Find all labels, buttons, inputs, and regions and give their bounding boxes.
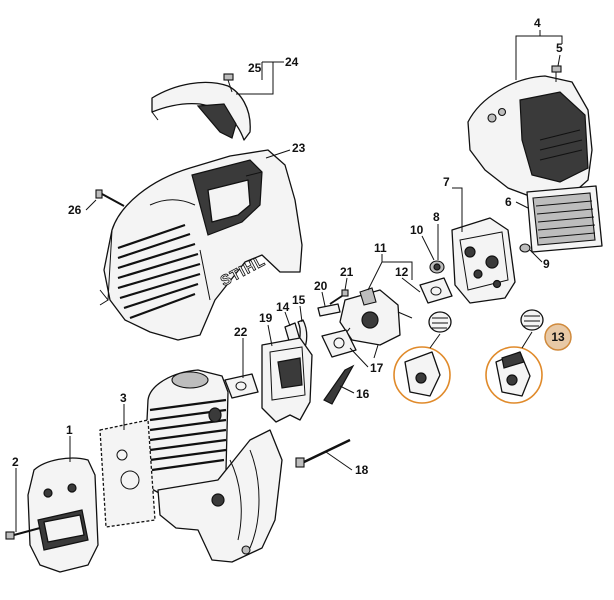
callout-labels: 25 24 23 26 4 5 6 7 8 9 10 11 12 21 20 1… (12, 16, 563, 477)
part-muffler-gasket[interactable] (99, 419, 156, 528)
callout-18: 18 (355, 463, 369, 477)
callout-12: 12 (395, 265, 409, 279)
callout-7: 7 (443, 175, 450, 189)
callout-23: 23 (292, 141, 306, 155)
callout-17: 17 (370, 361, 384, 375)
part-bolt-18[interactable] (295, 438, 351, 468)
callout-8: 8 (433, 210, 440, 224)
callout-4: 4 (534, 16, 541, 30)
part-muffler[interactable] (27, 457, 99, 573)
callout-2: 2 (12, 455, 19, 469)
callout-1: 1 (66, 423, 73, 437)
part-gasket-22[interactable] (224, 373, 259, 399)
part-plug-13-right[interactable] (520, 309, 544, 331)
part-crankcase[interactable] (157, 429, 283, 563)
callout-22: 22 (234, 325, 248, 339)
callout-14: 14 (276, 300, 290, 314)
inset-detail-right (485, 346, 543, 404)
part-gasket-12[interactable] (419, 277, 453, 304)
callout-3: 3 (120, 391, 127, 405)
callout-26: 26 (68, 203, 82, 217)
callout-21: 21 (340, 265, 354, 279)
callout-11: 11 (374, 241, 387, 255)
callout-6: 6 (505, 195, 512, 209)
callout-19: 19 (259, 311, 273, 325)
part-air-filter[interactable] (526, 185, 603, 253)
callout-13-highlight[interactable]: 13 (544, 323, 572, 351)
callout-20: 20 (314, 279, 328, 293)
part-screw-5[interactable] (551, 65, 562, 82)
callout-9: 9 (543, 257, 550, 271)
callout-16: 16 (356, 387, 370, 401)
part-insert-16[interactable] (323, 364, 355, 405)
leader-lines (15, 30, 563, 532)
part-plug-13-left[interactable] (428, 311, 452, 333)
part-gasket-17[interactable] (321, 329, 357, 358)
callout-5: 5 (556, 41, 563, 55)
part-lever-20[interactable] (317, 303, 341, 317)
part-screw-25[interactable] (223, 73, 234, 93)
callout-25: 25 (248, 61, 262, 75)
callout-15: 15 (292, 293, 306, 307)
callout-13: 13 (551, 330, 565, 344)
part-cylinder[interactable] (145, 369, 229, 499)
part-screw-2[interactable] (5, 527, 41, 540)
part-air-filter-cover[interactable] (467, 75, 593, 201)
part-baseplate[interactable] (451, 217, 516, 304)
part-nut-9[interactable] (519, 243, 531, 253)
part-top-cover[interactable] (151, 81, 251, 141)
callout-10: 10 (410, 223, 424, 237)
inset-detail-left (393, 346, 451, 404)
callout-24: 24 (285, 55, 299, 69)
part-screw-26[interactable] (95, 189, 125, 207)
part-bracket-19[interactable] (261, 337, 313, 423)
part-grommet-10[interactable] (429, 260, 445, 274)
